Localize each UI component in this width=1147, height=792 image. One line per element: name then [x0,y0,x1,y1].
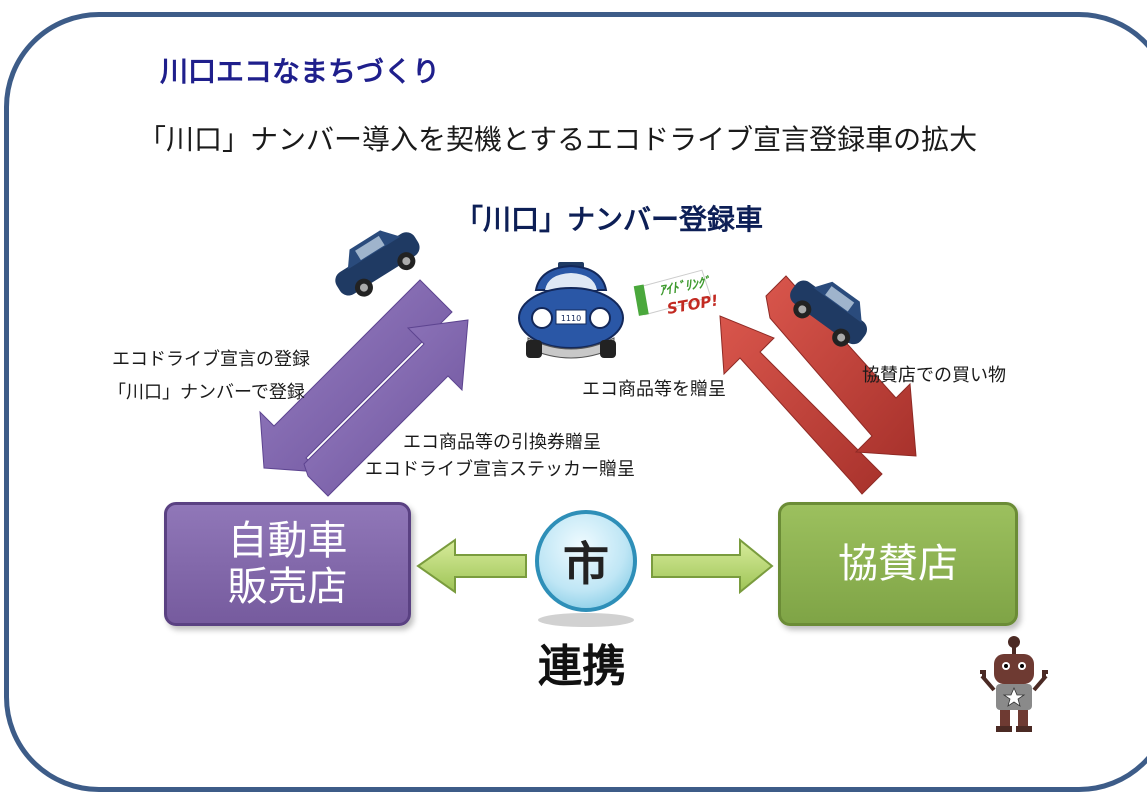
label-voucher: エコ商品等の引換券贈呈 [403,432,601,453]
car-right-icon [790,280,868,347]
dealer-label-line2: 販売店 [227,564,348,610]
page-subtitle: 「川口」ナンバー導入を契機とするエコドライブ宣言登録車の拡大 [138,123,978,156]
label-sticker: エコドライブ宣言ステッカー贈呈 [365,459,635,480]
arrow-dealer-to-car [303,319,469,497]
label-plate-register: 「川口」ナンバーで登録 [108,382,305,403]
label-eco-register: エコドライブ宣言の登録 [112,349,310,370]
city-shadow [538,613,634,627]
label-shopping: 協賛店での買い物 [862,365,1006,386]
diagram-graphics: 1110 ｱｲﾄﾞﾘﾝｸﾞ STOP! [259,230,1048,732]
idling-stop-sign-icon [633,269,712,316]
dealer-box: 自動車 販売店 [164,502,411,626]
sponsor-label: 協賛店 [838,541,958,587]
arrow-city-to-sponsor [651,537,774,595]
dealer-label-line1: 自動車 [227,518,348,564]
arrow-register-to-dealer [259,279,453,473]
city-label: 市 [563,537,609,591]
car-left-icon [335,230,420,297]
registered-cars-title: 「川口」ナンバー登録車 [455,203,764,236]
cooperation-label: 連携 [538,641,626,692]
label-eco-gift: エコ商品等を贈呈 [582,379,726,400]
arrow-city-to-dealer [416,538,527,594]
car-plate-number: 1110 [561,314,581,323]
page-heading: 川口エコなまちづくり [160,55,441,88]
sponsor-box: 協賛店 [778,502,1018,626]
arrow-sponsor-to-car [719,315,883,495]
city-circle: 市 [535,510,637,612]
cartoon-car-icon [518,262,624,359]
mascot-robot-icon [980,636,1048,732]
